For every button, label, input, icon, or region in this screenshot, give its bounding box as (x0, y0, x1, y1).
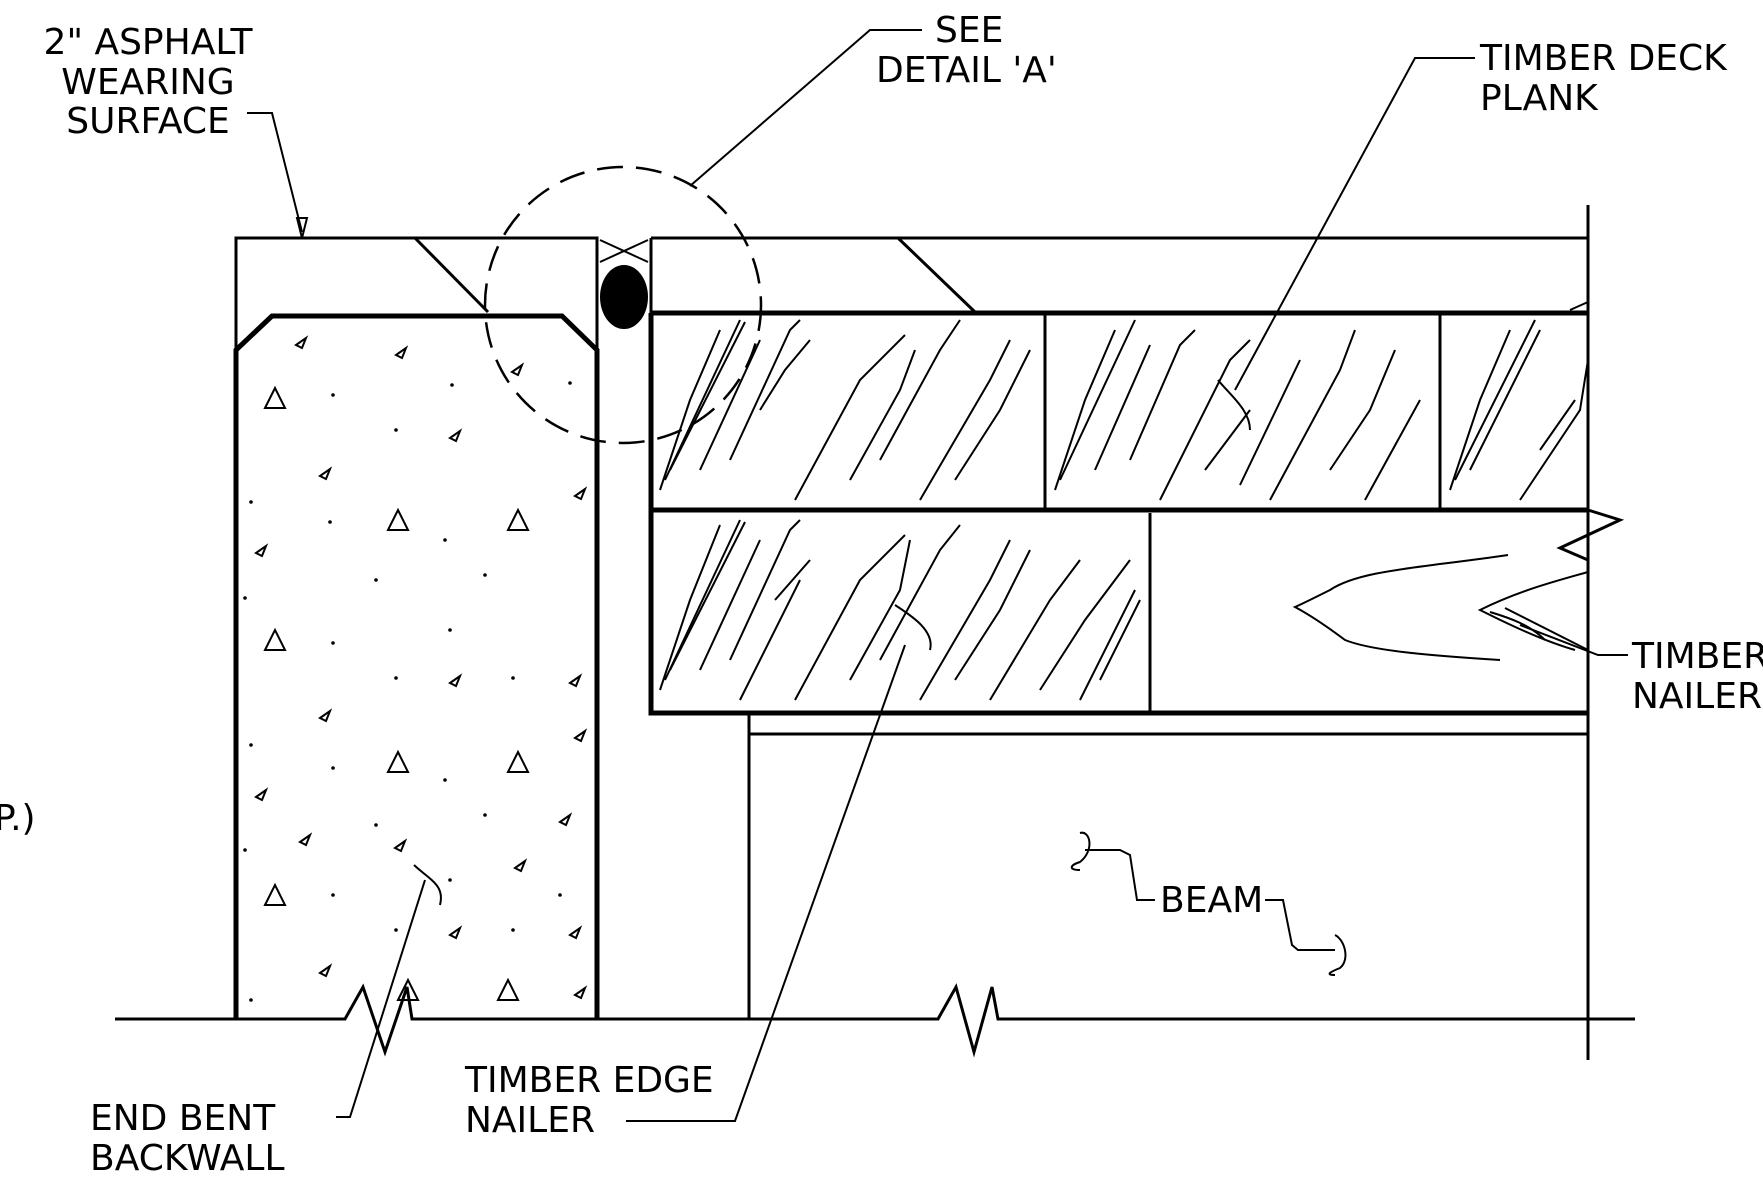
beam (747, 713, 1588, 1019)
beam-label: BEAM (1160, 880, 1263, 921)
asphalt-label-line-2: WEARING (61, 62, 234, 103)
expansion-joint (599, 238, 653, 710)
timber-nailer-end-grain (1292, 554, 1589, 661)
detail-a-circle (483, 165, 763, 445)
asphalt-wearing-surface (234, 236, 1588, 1019)
backwall-label-line-2: BACKWALL (90, 1138, 285, 1179)
asphalt-label-line-1: 2" ASPHALT (44, 22, 254, 63)
partial-left-label: P.) (0, 798, 36, 839)
backer-rod (600, 265, 648, 329)
see-detail-label-line-1: SEE (935, 10, 1003, 51)
timber-nailer-label-line-2: NAILER (1632, 676, 1762, 717)
asphalt-label-line-3: SURFACE (66, 101, 230, 142)
timber-nailer-label-line-1: TIMBER (1631, 636, 1763, 677)
timber-deck-planks (648, 301, 1589, 513)
deck-plank-label-line-1: TIMBER DECK (1479, 38, 1728, 79)
see-detail-label-line-2: DETAIL 'A' (876, 50, 1057, 91)
deck-plank-label-line-2: PLANK (1480, 78, 1599, 119)
edge-nailer-label-line-1: TIMBER EDGE (464, 1060, 714, 1101)
deck-wood-grain (659, 319, 1589, 501)
leader-lines (247, 29, 1628, 1122)
timber-nailer-row (648, 508, 1625, 716)
concrete-aggregate (243, 335, 588, 1002)
backwall-label-line-1: END BENT (90, 1098, 276, 1139)
end-bent-backwall (233, 313, 600, 1019)
labels: 2" ASPHALT WEARING SURFACE SEE DETAIL 'A… (0, 10, 1763, 1179)
ground-line (115, 205, 1635, 1060)
edge-nailer-label-line-2: NAILER (465, 1100, 595, 1141)
edge-nailer-wood-grain (659, 519, 1141, 701)
